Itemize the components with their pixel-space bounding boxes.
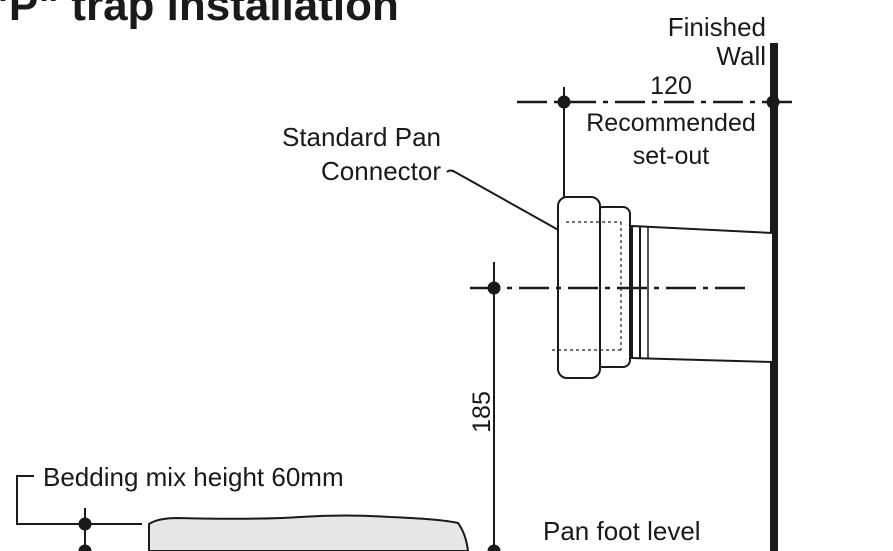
height-value: 185	[468, 391, 496, 433]
connector-leader-line	[446, 169, 563, 233]
waste-pipe	[631, 224, 774, 364]
bedding-base-dot	[78, 544, 92, 551]
connector-label-line2: Connector	[321, 156, 441, 186]
diagram-title: "P" trap installation	[0, 0, 399, 30]
finished-wall-label-line2: Wall	[716, 41, 766, 71]
bedding-label: Bedding mix height 60mm	[43, 462, 344, 492]
finished-wall-label-line1: Finished	[668, 12, 766, 42]
setout-value: 120	[650, 72, 692, 100]
pan-foot-label: Pan foot level	[543, 516, 701, 546]
bedding-mix	[148, 514, 470, 551]
bedding-top-dot	[78, 517, 92, 531]
setout-label-line2: set-out	[633, 142, 709, 170]
connector-label-line1: Standard Pan	[282, 122, 441, 152]
setout-end-dot	[766, 95, 780, 109]
setout-label-line1: Recommended	[586, 109, 756, 137]
height-base-dot	[487, 544, 501, 551]
